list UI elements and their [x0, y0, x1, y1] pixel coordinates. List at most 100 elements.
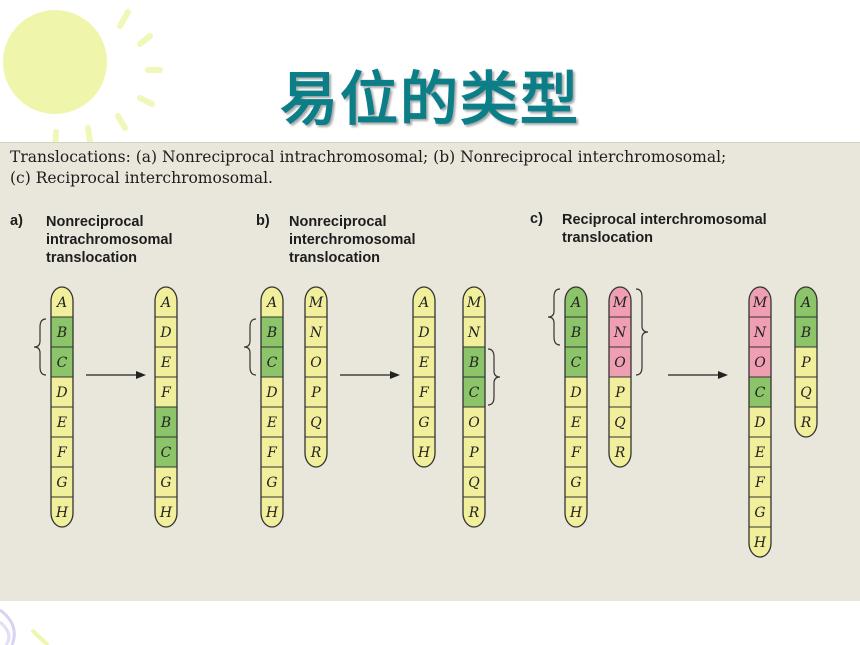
chromosome-segment — [155, 317, 177, 347]
chromosome-segment — [51, 497, 73, 527]
segment-label: R — [614, 445, 626, 461]
segment-label: C — [571, 355, 582, 371]
segment-label: E — [266, 415, 277, 431]
chromosome-segment — [609, 317, 631, 347]
chromosome-segment — [155, 407, 177, 437]
chromosome-segment — [261, 347, 283, 377]
segment-label: H — [265, 505, 279, 521]
chromosome-segment — [261, 287, 283, 317]
chromosome-segment — [795, 317, 817, 347]
panel-b-brace — [243, 318, 257, 376]
chromosome-segment — [463, 467, 485, 497]
chromosome-segment — [565, 437, 587, 467]
segment-label: F — [160, 385, 172, 401]
chromosome-segment — [413, 317, 435, 347]
panel-b-arrow — [340, 371, 400, 379]
segment-label: F — [754, 475, 766, 491]
chromosome-segment — [155, 467, 177, 497]
panel-b-after-brace — [487, 348, 501, 406]
chromosome-segment — [565, 467, 587, 497]
caption-line-1: Translocations: (a) Nonreciprocal intrac… — [10, 148, 727, 166]
segment-label: C — [755, 385, 766, 401]
segment-label: Q — [468, 475, 480, 491]
segment-label: A — [159, 295, 171, 311]
segment-label: P — [800, 355, 811, 371]
panel-c-label-line: translocation — [562, 230, 654, 246]
chromosome-segment — [749, 407, 771, 437]
segment-label: D — [265, 385, 277, 401]
chromosome-segment — [795, 287, 817, 317]
segment-label: H — [569, 505, 583, 521]
chromosome-segment — [413, 287, 435, 317]
chromosome-segment — [749, 317, 771, 347]
chromosome-segment — [51, 437, 73, 467]
segment-label: B — [266, 325, 277, 341]
chromosome-segment — [609, 407, 631, 437]
segment-label: C — [161, 445, 172, 461]
segment-label: A — [417, 295, 429, 311]
segment-label: N — [753, 325, 767, 341]
chromosome-segment — [795, 407, 817, 437]
segment-label: A — [799, 295, 811, 311]
segment-label: F — [266, 445, 278, 461]
chromosome-segment — [155, 377, 177, 407]
segment-label: Q — [310, 415, 322, 431]
segment-label: B — [800, 325, 811, 341]
segment-label: B — [468, 355, 479, 371]
chromosome-segment — [749, 527, 771, 557]
chromosome-segment — [51, 377, 73, 407]
segment-label: Q — [614, 415, 626, 431]
chromosome-segment — [463, 497, 485, 527]
panel-c-label: Reciprocal interchromosomal translocatio… — [562, 211, 767, 247]
chromosome-segment — [463, 287, 485, 317]
segment-label: Q — [800, 385, 812, 401]
chromosome-segment — [261, 317, 283, 347]
segment-label: E — [754, 445, 765, 461]
chromosome-segment — [155, 497, 177, 527]
chromosome-segment — [413, 407, 435, 437]
segment-label: F — [418, 385, 430, 401]
segment-label: A — [265, 295, 277, 311]
chromosome-segment — [413, 377, 435, 407]
chromosome-segment — [305, 377, 327, 407]
segment-label: C — [267, 355, 278, 371]
segment-label: E — [160, 355, 171, 371]
segment-label: F — [570, 445, 582, 461]
chromosome-segment — [565, 407, 587, 437]
chromosome-segment — [565, 377, 587, 407]
segment-label: H — [159, 505, 173, 521]
segment-label: M — [466, 295, 482, 311]
panel-c-label-line: Reciprocal interchromosomal — [562, 212, 767, 228]
panel-b-label-line: translocation — [289, 250, 381, 266]
chromosome-segment — [155, 437, 177, 467]
segment-label: G — [160, 475, 171, 491]
segment-label: G — [266, 475, 277, 491]
segment-label: A — [569, 295, 581, 311]
segment-label: E — [418, 355, 429, 371]
chromosome-segment — [261, 407, 283, 437]
chromosome-segment — [609, 347, 631, 377]
segment-label: O — [614, 355, 626, 371]
segment-label: O — [468, 415, 480, 431]
segment-label: B — [570, 325, 581, 341]
segment-label: M — [752, 295, 768, 311]
panel-a-label-line: Nonreciprocal — [46, 214, 144, 230]
panel-b-letter: b) — [256, 213, 270, 229]
segment-label: P — [614, 385, 625, 401]
chromosome-segment — [565, 287, 587, 317]
segment-label: M — [612, 295, 628, 311]
segment-label: N — [613, 325, 627, 341]
panel-b-label-line: interchromosomal — [289, 232, 416, 248]
panel-c-letter: c) — [530, 211, 543, 227]
segment-label: O — [754, 355, 766, 371]
segment-label: N — [467, 325, 481, 341]
panel-a-arrow — [86, 371, 146, 379]
chromosome-segment — [565, 347, 587, 377]
segment-label: E — [56, 415, 67, 431]
chromosome-segment — [261, 497, 283, 527]
